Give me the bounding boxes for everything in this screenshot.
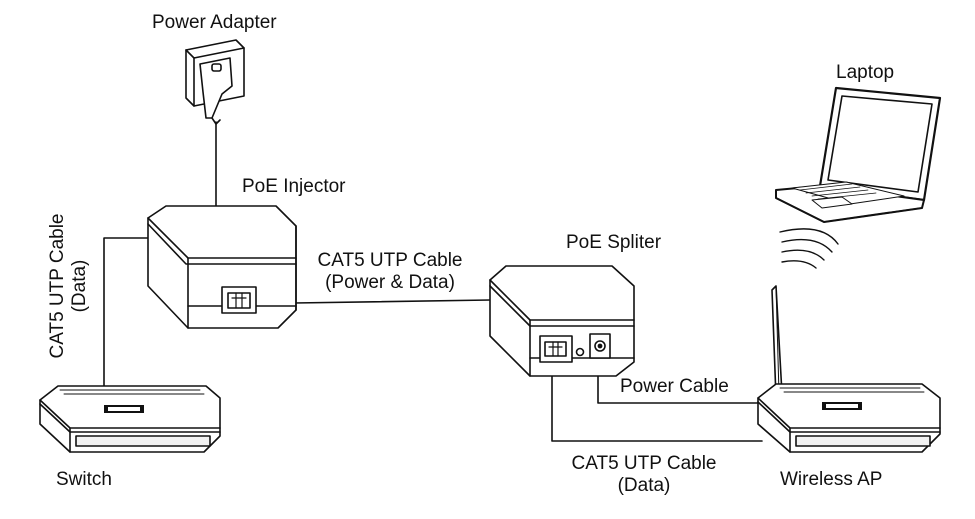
power-cable-label: Power Cable	[620, 376, 729, 397]
cable-power-data-line1: CAT5 UTP Cable	[317, 250, 463, 271]
switch-label: Switch	[56, 469, 112, 490]
laptop-label: Laptop	[836, 62, 895, 83]
wireless-ap-icon	[757, 285, 941, 453]
poe-injector-icon	[147, 205, 297, 329]
cable-power-data-line2: (Power & Data)	[325, 272, 455, 293]
poe-splitter-icon	[489, 265, 635, 377]
cable-data-left-caption: CAT5 UTP Cable (Data)	[47, 201, 91, 371]
switch-icon	[39, 385, 221, 453]
cable-data-bottom-line2: (Data)	[617, 475, 671, 496]
cable-switch-to-injector	[103, 237, 149, 396]
poe-injector-label: PoE Injector	[242, 176, 346, 197]
power-adapter-icon	[185, 39, 245, 125]
cable-data-left-line2: (Data)	[69, 259, 90, 313]
cable-data-bottom-caption: CAT5 UTP Cable (Data)	[558, 453, 730, 497]
poe-splitter-label: PoE Spliter	[566, 232, 662, 253]
power-adapter-label: Power Adapter	[152, 12, 277, 33]
cable-power-data-caption: CAT5 UTP Cable (Power & Data)	[300, 250, 480, 294]
cable-splitter-data-to-ap	[551, 361, 763, 442]
cable-injector-to-splitter	[293, 299, 491, 304]
wifi-signal-icon	[779, 228, 839, 269]
laptop-icon	[775, 86, 942, 223]
cable-data-left-line1: CAT5 UTP Cable	[47, 213, 68, 359]
cable-data-bottom-line1: CAT5 UTP Cable	[571, 453, 717, 474]
wireless-ap-label: Wireless AP	[780, 469, 883, 490]
